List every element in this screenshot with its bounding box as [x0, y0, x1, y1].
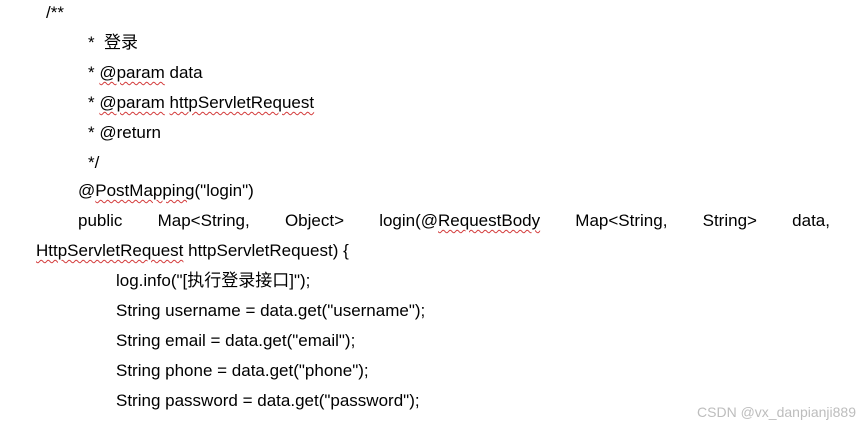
- comment-close: */: [88, 153, 100, 172]
- request-param: httpServletRequest) {: [183, 241, 349, 260]
- param-name: httpServletRequest: [169, 93, 315, 112]
- param-name: data: [164, 63, 203, 82]
- comment-title: * 登录: [88, 33, 139, 52]
- param-tag: @param: [99, 93, 165, 112]
- request-class: HttpServletRequest: [36, 241, 184, 260]
- comment-star: *: [88, 93, 100, 112]
- comment-open: /**: [46, 3, 64, 22]
- body-line: String password = data.get("password");: [116, 391, 420, 410]
- comment-return: * @return: [88, 123, 162, 142]
- annotation-args: ("login"): [194, 181, 254, 200]
- param-tag: @param: [99, 63, 165, 82]
- body-line: log.info("[执行登录接口]");: [116, 271, 311, 290]
- sig-token: String>: [702, 211, 757, 230]
- method-signature-continued: HttpServletRequest httpServletRequest) {: [36, 240, 349, 262]
- body-line: String username = data.get("username");: [116, 301, 426, 320]
- comment-param-request: * @param httpServletRequest: [88, 92, 314, 114]
- method-signature-line: public Map<String, Object> login(@Reques…: [78, 210, 830, 232]
- csdn-watermark: CSDN @vx_danpianji889: [697, 404, 856, 420]
- sig-token: public: [78, 211, 123, 230]
- comment-param-data: * @param data: [88, 62, 203, 84]
- comment-star: *: [88, 63, 100, 82]
- annotation-name: PostMapping: [95, 181, 195, 200]
- sig-token: Object>: [284, 211, 344, 230]
- annotation-postmapping: @PostMapping("login"): [78, 180, 254, 202]
- sig-token: Map<String,: [575, 211, 668, 230]
- sig-token: Map<String,: [157, 211, 250, 230]
- sig-token: data,: [792, 211, 830, 230]
- sig-token: login(@RequestBody: [379, 211, 541, 230]
- requestbody-annotation: RequestBody: [438, 211, 541, 230]
- annotation-at: @: [78, 181, 96, 200]
- body-line: String phone = data.get("phone");: [116, 361, 369, 380]
- body-line: String email = data.get("email");: [116, 331, 356, 350]
